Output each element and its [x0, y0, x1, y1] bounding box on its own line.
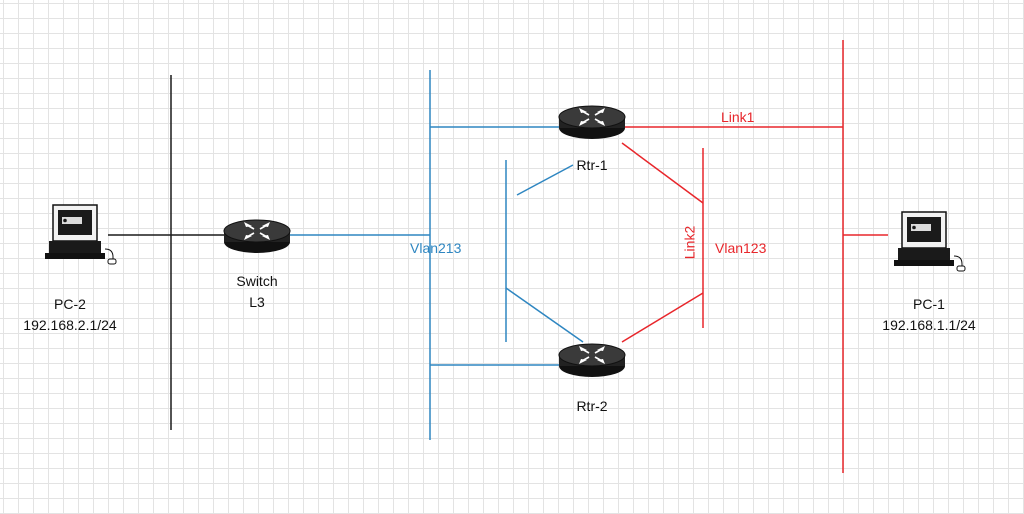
link2-label: Link2	[681, 225, 698, 260]
inner-to-rtr1-link	[516, 164, 574, 196]
pc2-ip-label: 192.168.2.1/24	[23, 317, 117, 333]
vlan123-label: Vlan123	[715, 240, 767, 256]
pc2-computer-icon	[44, 204, 117, 265]
rtr1-label: Rtr-1	[576, 157, 608, 173]
vlan213-label: Vlan213	[410, 240, 462, 256]
rtr2-to-vlan123-link	[621, 292, 704, 343]
pc1-computer-icon	[893, 211, 966, 272]
rtr1-to-vlan123-link	[621, 142, 704, 204]
rtr1-router-icon	[558, 105, 626, 140]
pc1-ip-label: 192.168.1.1/24	[882, 317, 976, 333]
rtr2-label: Rtr-2	[576, 398, 608, 414]
switch-type-label: L3	[249, 294, 265, 310]
pc2-name-label: PC-2	[54, 296, 86, 312]
link1-label: Link1	[721, 109, 755, 125]
switch-router-icon	[223, 219, 291, 254]
switch-name-label: Switch	[236, 273, 278, 289]
pc1-name-label: PC-1	[913, 296, 945, 312]
rtr2-router-icon	[558, 343, 626, 378]
inner-to-rtr2-link	[505, 287, 584, 343]
